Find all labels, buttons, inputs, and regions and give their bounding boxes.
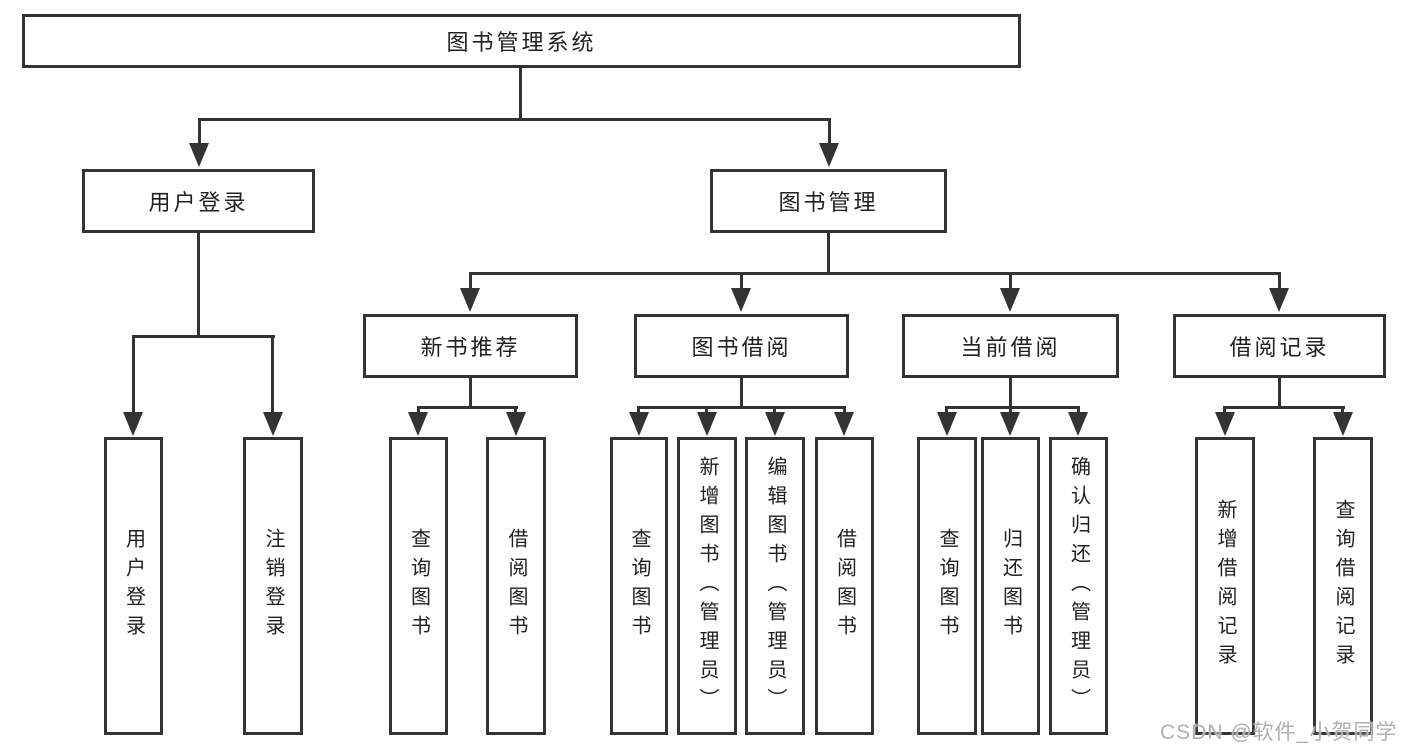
connector-line [132, 335, 135, 413]
node-label: 用户登录 [122, 528, 145, 644]
arrow-down-icon [460, 288, 480, 312]
arrow-down-icon [1215, 412, 1235, 436]
arrow-down-icon [1068, 412, 1088, 436]
leaf-user-login: 用户登录 [104, 437, 163, 735]
connector-line [197, 233, 200, 335]
csdn-watermark: CSDN @软件_小贺同学 [1160, 721, 1398, 744]
node-label: 借阅图书 [505, 528, 527, 644]
arrow-down-icon [834, 412, 854, 436]
connector-line [417, 406, 518, 409]
leaf-add-borrow-record: 新增借阅记录 [1195, 437, 1255, 735]
arrow-down-icon [1333, 412, 1353, 436]
leaf-borrow-books-recommend: 借阅图书 [486, 437, 546, 735]
arrow-down-icon [937, 412, 957, 436]
leaf-query-books-current: 查询图书 [917, 437, 977, 735]
connector-line [469, 378, 472, 406]
arrow-down-icon [697, 412, 717, 436]
connector-line [637, 406, 846, 409]
node-label: 查询图书 [407, 528, 430, 644]
arrow-down-icon [629, 412, 649, 436]
node-new-book-recommendation: 新书推荐 [363, 314, 578, 378]
leaf-query-books-recommend: 查询图书 [389, 437, 448, 735]
connector-line [1341, 406, 1344, 414]
node-borrow-records: 借阅记录 [1173, 314, 1386, 378]
connector-line [945, 406, 1080, 409]
node-book-management: 图书管理 [710, 169, 947, 233]
node-label: 归还图书 [999, 528, 1022, 644]
arrow-down-icon [1269, 288, 1289, 312]
arrow-down-icon [506, 412, 526, 436]
connector-line [705, 406, 708, 414]
arrow-down-icon [263, 412, 283, 436]
connector-line [1077, 406, 1080, 414]
node-label: 编辑图书（管理员） [764, 455, 786, 717]
connector-line [1223, 406, 1345, 409]
arrow-down-icon [123, 412, 143, 436]
node-label: 查询图书 [936, 528, 958, 644]
node-book-borrowing: 图书借阅 [634, 314, 849, 378]
leaf-query-books-borrowing: 查询图书 [610, 437, 668, 735]
node-label: 确认归还（管理员） [1067, 455, 1090, 717]
arrow-down-icon [1000, 288, 1020, 312]
arrow-down-icon [408, 412, 428, 436]
leaf-add-books-admin: 新增图书（管理员） [677, 437, 737, 735]
connector-line [843, 406, 846, 414]
node-label: 用户登录 [148, 190, 249, 215]
node-label: 借阅记录 [1229, 335, 1330, 360]
arrow-down-icon [1000, 412, 1020, 436]
connector-line [945, 406, 948, 414]
node-label: 借阅图书 [833, 528, 856, 644]
leaf-borrow-books: 借阅图书 [815, 437, 874, 735]
connector-line [1009, 272, 1012, 290]
node-label: 新增图书（管理员） [696, 455, 718, 717]
node-label: 注销登录 [262, 528, 284, 644]
connector-line [519, 68, 522, 118]
node-label: 图书借阅 [691, 335, 792, 360]
leaf-logout: 注销登录 [243, 437, 303, 735]
connector-line [828, 118, 831, 146]
connector-line [1009, 378, 1012, 406]
connector-line [132, 335, 275, 338]
arrow-down-icon [731, 288, 751, 312]
leaf-confirm-return-admin: 确认归还（管理员） [1049, 437, 1108, 735]
arrow-down-icon [189, 143, 209, 167]
connector-line [514, 406, 517, 414]
connector-line [1278, 378, 1281, 406]
leaf-query-borrow-record: 查询借阅记录 [1313, 437, 1373, 735]
node-label: 图书管理 [778, 190, 879, 215]
connector-line [1009, 406, 1012, 414]
connector-line [198, 118, 831, 121]
connector-line [1223, 406, 1226, 414]
node-library-management-system: 图书管理系统 [22, 14, 1021, 68]
node-label: 查询图书 [628, 528, 650, 644]
node-label: 图书管理系统 [446, 30, 597, 55]
arrow-down-icon [819, 143, 839, 167]
leaf-edit-books-admin: 编辑图书（管理员） [745, 437, 805, 735]
connector-line [469, 272, 472, 290]
node-user-login: 用户登录 [82, 169, 315, 233]
connector-line [417, 406, 420, 414]
connector-line [740, 378, 743, 406]
node-label: 当前借阅 [960, 335, 1061, 360]
node-label: 新增借阅记录 [1214, 499, 1236, 673]
connector-line [469, 272, 1281, 275]
connector-line [1278, 272, 1281, 290]
connector-line [637, 406, 640, 414]
node-label: 查询借阅记录 [1332, 499, 1354, 673]
connector-line [271, 335, 274, 413]
arrow-down-icon [765, 412, 785, 436]
node-current-borrowing: 当前借阅 [902, 314, 1119, 378]
connector-line [740, 272, 743, 290]
connector-line [827, 233, 830, 272]
leaf-return-books: 归还图书 [981, 437, 1040, 735]
connector-line [198, 118, 201, 146]
node-label: 新书推荐 [420, 335, 521, 360]
connector-line [773, 406, 776, 414]
